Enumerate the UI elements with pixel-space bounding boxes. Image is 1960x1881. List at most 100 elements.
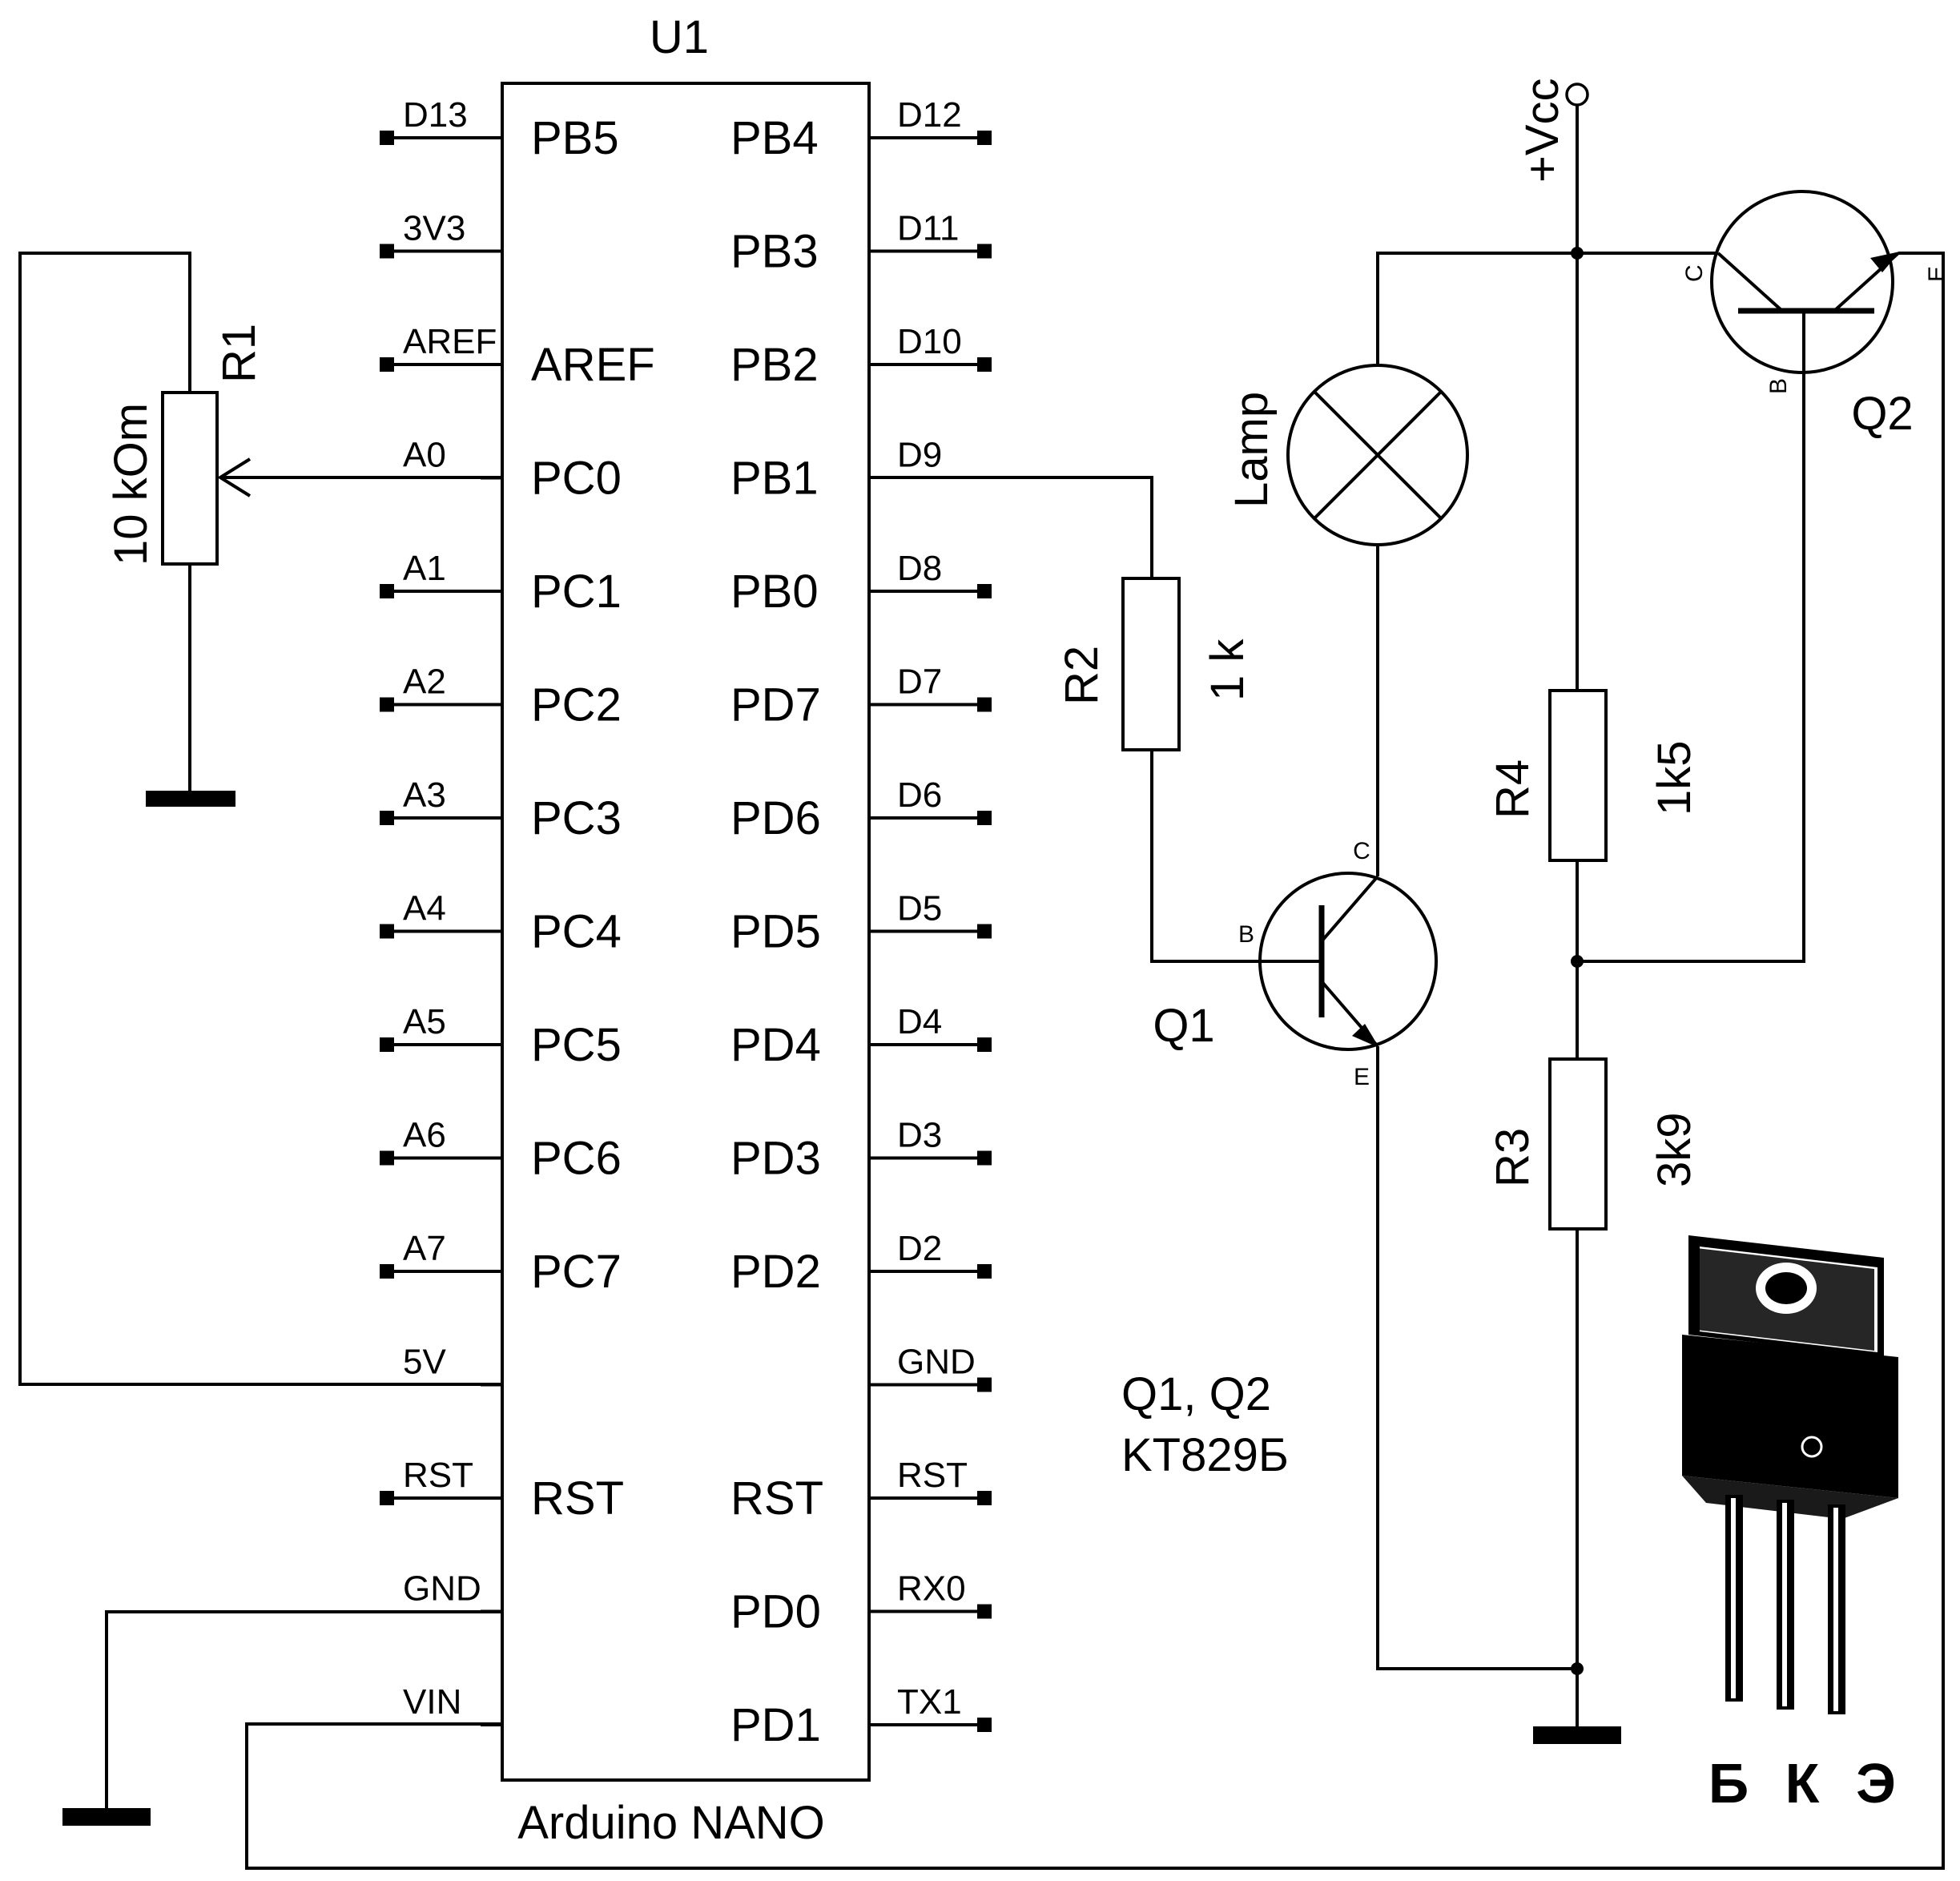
q1-emitter-arrow	[1352, 1024, 1379, 1048]
pin-terminal	[977, 1377, 992, 1392]
pin-label: A4	[403, 889, 446, 928]
port-label: PC3	[531, 792, 622, 844]
to220-package: Б К Э	[1682, 1235, 1898, 1815]
pin-terminal	[977, 131, 992, 145]
u1-left-pin: 5V	[403, 1343, 502, 1387]
u1-right-pin: GND	[869, 1343, 992, 1392]
q2-emitter-label: E	[1924, 266, 1950, 282]
wire-q1-emitter-to-ground	[1376, 1046, 1577, 1670]
port-label: PD7	[730, 679, 821, 731]
q1-ref: Q1	[1153, 1000, 1214, 1052]
pin-label: D4	[897, 1002, 942, 1041]
pin-label: RST	[403, 1456, 473, 1495]
q2-collector-label: C	[1681, 264, 1708, 282]
pin-label: A3	[403, 775, 446, 815]
r1-ref: R1	[213, 324, 265, 383]
pin-label: RX0	[897, 1569, 966, 1609]
lamp-label: Lamp	[1226, 392, 1278, 508]
r4-body	[1548, 689, 1608, 862]
pin-label: 5V	[403, 1343, 446, 1382]
wire-vin-to-q2-emitter	[245, 252, 1945, 1870]
pin-label: D6	[897, 775, 942, 815]
pin-label: A2	[403, 663, 446, 702]
q1-emitter-label: E	[1354, 1064, 1370, 1090]
r2-value: 1 k	[1201, 638, 1254, 701]
pin-label: VIN	[403, 1682, 461, 1722]
port-label: PB0	[730, 566, 819, 618]
q1-collector-lead	[1320, 875, 1379, 943]
port-label: PC4	[531, 906, 622, 958]
wire-5v-to-r1	[18, 252, 502, 1386]
pin-label: RST	[897, 1456, 968, 1495]
pin-label: A6	[403, 1116, 446, 1155]
port-label: PD4	[730, 1019, 821, 1071]
port-label: PD5	[730, 906, 821, 958]
port-label: PC6	[531, 1133, 622, 1185]
pin-label: D11	[897, 209, 959, 248]
pin-label: D12	[897, 95, 962, 135]
pin-terminal	[380, 1150, 394, 1166]
pin-label: D7	[897, 663, 942, 702]
vcc-divider: +Vcc R4 1k5 R3 3k9	[1487, 78, 1805, 1744]
port-label: PD6	[730, 792, 821, 844]
u1-left-pin: A6 PC6	[380, 1116, 622, 1185]
u1-left-pin: GND	[403, 1569, 502, 1613]
pin-label: D10	[897, 322, 962, 361]
lamp-cross-b	[1313, 390, 1443, 520]
r1-ground-symbol	[146, 791, 235, 807]
pin-terminal	[380, 1037, 394, 1052]
r2-body	[1121, 577, 1181, 751]
q1-base-label: B	[1238, 921, 1254, 948]
pin-label: A0	[403, 436, 446, 475]
divider-ground-symbol	[1533, 1726, 1621, 1744]
pin-terminal	[977, 584, 992, 598]
pin-terminal	[977, 1718, 992, 1732]
pin-label: D5	[897, 889, 942, 928]
r2-ref: R2	[1056, 646, 1108, 705]
r4-value: 1k5	[1648, 740, 1700, 816]
u1-right-pin: D4 PD4	[730, 1002, 992, 1071]
u1-right-pin: RX0 PD0	[730, 1569, 992, 1638]
pin-terminal	[380, 1264, 394, 1279]
r3-body	[1548, 1057, 1608, 1231]
note-transistor-refs: Q1, Q2	[1121, 1368, 1271, 1420]
pin-label: A1	[403, 549, 446, 588]
vcc-label: +Vcc	[1516, 78, 1568, 183]
r1-value: 10 kOm	[105, 403, 157, 566]
u1-left-pin: VIN	[403, 1682, 502, 1726]
port-label: PB5	[531, 112, 619, 164]
u1-ref: U1	[650, 11, 709, 63]
u1-right-pin: D6 PD6	[730, 775, 992, 844]
u1-ground-symbol	[62, 1808, 151, 1826]
u1-left-pin: 3V3	[380, 209, 502, 259]
package-pin-b-label: Б	[1708, 1752, 1749, 1815]
q2-ref: Q2	[1851, 388, 1913, 440]
u1-right-pin: D5 PD5	[730, 889, 992, 958]
note-transistor-type: KT829Б	[1121, 1429, 1289, 1481]
r1-potentiometer: R1 10 kOm	[18, 252, 502, 1386]
port-label: PB3	[730, 226, 819, 278]
port-label: RST	[730, 1472, 823, 1525]
pin-terminal	[977, 697, 992, 712]
port-label: PC7	[531, 1246, 622, 1298]
port-label: PD0	[730, 1586, 821, 1638]
port-label: PC2	[531, 679, 622, 731]
port-label: PC5	[531, 1019, 622, 1071]
q1-transistor: B C E Q1	[1153, 838, 1438, 1090]
r2-resistor: R2 1 k	[869, 476, 1261, 963]
pin-terminal	[380, 697, 394, 712]
pin-terminal	[380, 244, 394, 259]
port-label: AREF	[531, 339, 655, 391]
pin-terminal	[380, 131, 394, 145]
